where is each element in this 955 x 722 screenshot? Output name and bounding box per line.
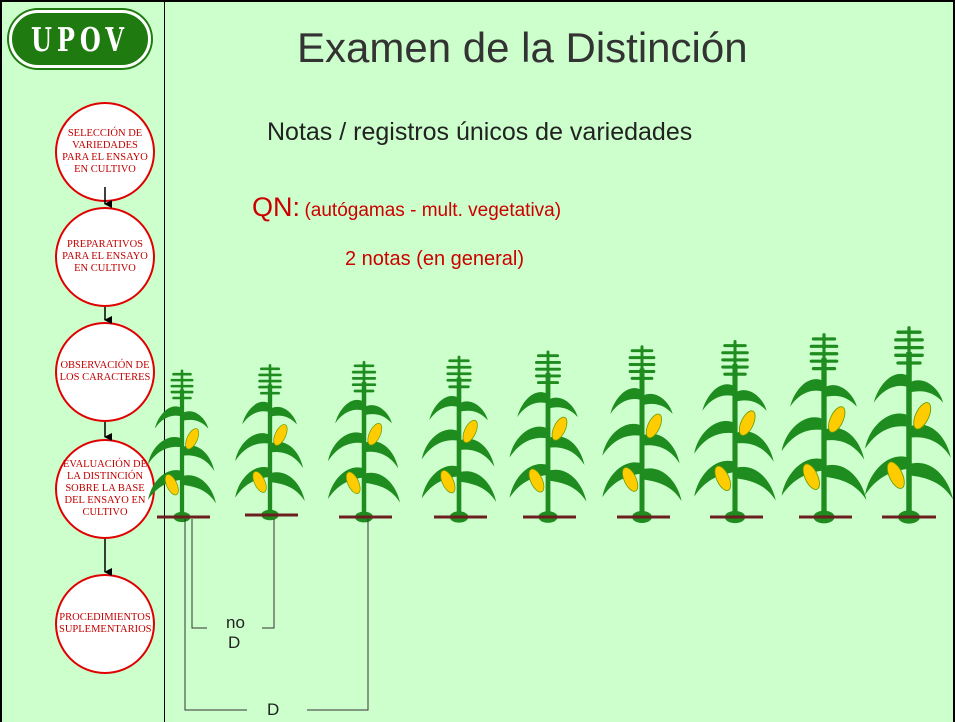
step-selection: SELECCIÓN DE VARIEDADES PARA EL ENSAYO E… [55, 102, 155, 202]
corn-plant-icon [235, 365, 305, 520]
corn-plant-icon [328, 362, 400, 522]
no-d-label-top: no [226, 613, 245, 632]
d-label: D [267, 700, 280, 719]
bracket-d [184, 519, 369, 711]
logo-text: UPOV [30, 19, 130, 59]
step-label: EVALUACIÓN DE LA DISTINCIÓN SOBRE LA BAS… [62, 459, 148, 518]
corn-plant-icon [602, 347, 681, 523]
corn-plant-icon [694, 342, 776, 524]
step-label: PROCEDIMIENTOS SUPLEMENTARIOS [59, 612, 152, 635]
corn-plant-icon [148, 371, 216, 522]
step-supplementary: PROCEDIMIENTOS SUPLEMENTARIOS [55, 574, 155, 674]
page-title: Examen de la Distinción [297, 24, 748, 71]
corn-plant-icon [865, 328, 953, 524]
qn-label: QN: [252, 192, 301, 222]
step-label: SELECCIÓN DE VARIEDADES PARA EL ENSAYO E… [62, 128, 148, 175]
no-d-label-bottom: D [228, 633, 241, 652]
corn-plant-icon [510, 352, 587, 523]
corn-plant-icon [422, 357, 496, 523]
corn-plant-icon [782, 335, 867, 524]
qn-heading: QN: (autógamas - mult. vegetativa) [252, 192, 561, 223]
step-preparation: PREPARATIVOS PARA EL ENSAYO EN CULTIVO [55, 207, 155, 307]
subtitle: Notas / registros únicos de variedades [267, 118, 693, 146]
step-label: PREPARATIVOS PARA EL ENSAYO EN CULTIVO [62, 239, 148, 274]
qn-detail: (autógamas - mult. vegetativa) [304, 200, 562, 221]
step-evaluation: EVALUACIÓN DE LA DISTINCIÓN SOBRE LA BAS… [55, 439, 155, 539]
upov-logo: UPOV [9, 10, 151, 68]
bracket-no-d [191, 519, 275, 629]
process-sidebar: UPOV SELECCIÓN DE VARIEDADES PARA EL ENS… [2, 2, 165, 722]
notes-count: 2 notas (en general) [345, 248, 525, 270]
step-label: OBSERVACIÓN DE LOS CARACTERES [59, 360, 151, 383]
